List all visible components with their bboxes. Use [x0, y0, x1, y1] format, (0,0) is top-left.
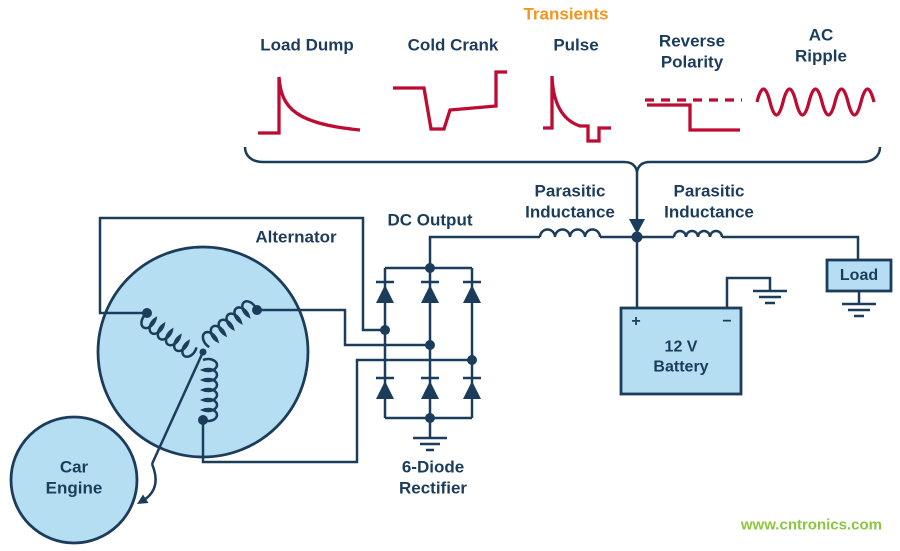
rectifier-bridge [376, 263, 481, 423]
load-box [825, 258, 893, 293]
battery-minus-terminal-label: − [722, 313, 732, 331]
drive-shaft-arrow [137, 351, 205, 504]
load-label: Load [839, 267, 879, 285]
car-engine-circle [9, 415, 139, 545]
parasitic-inductance-label-2: Parasitic Inductance [664, 181, 754, 221]
load-ground-symbol [842, 302, 876, 318]
transient-injection-arrow [629, 172, 645, 234]
alternator-coil-left [140, 311, 198, 358]
battery-negative-wire [725, 276, 772, 308]
waveform-label-pulse: Pulse [553, 35, 599, 55]
parasitic-inductor-1 [538, 228, 602, 238]
dc-output-label: DC Output [387, 210, 473, 230]
waveform-label-reverse-polarity: Reverse Polarity [658, 31, 726, 71]
alternator-coil-right [201, 300, 258, 349]
phase-wire-c [201, 358, 472, 464]
diode [463, 280, 481, 303]
waveform-load-dump [258, 76, 361, 135]
diode [463, 376, 481, 399]
battery-box [619, 306, 743, 396]
battery-ground-symbol [753, 289, 787, 305]
phase-wire-b [257, 308, 430, 347]
brace [243, 146, 882, 173]
diode [376, 376, 394, 399]
waveform-label-cold-crank: Cold Crank [407, 35, 499, 55]
waveform-label-load-dump: Load Dump [260, 35, 354, 55]
waveform-ac-ripple [755, 87, 876, 117]
waveform-label-ac-ripple: AC Ripple [795, 25, 847, 65]
rail-wire-right [722, 235, 860, 260]
waveform-pulse [543, 75, 611, 143]
alternator-coil-bottom [199, 357, 219, 423]
rectifier-label: 6-Diode Rectifier [398, 457, 468, 497]
diode [421, 376, 439, 399]
diode [376, 280, 394, 303]
alternator-label: Alternator [255, 227, 337, 247]
phase-wire-a [98, 216, 385, 332]
car-engine-label: Car Engine [45, 457, 103, 497]
transients-title: Transients [523, 4, 609, 24]
dc-output-wire [428, 235, 540, 268]
watermark: www.cntronics.com [740, 516, 882, 534]
rectifier-ground-symbol [413, 418, 447, 452]
battery-label: 12 V Battery [653, 338, 709, 375]
diode [421, 280, 439, 303]
waveform-reverse-polarity [645, 98, 742, 132]
parasitic-inductor-2 [672, 229, 724, 238]
battery-plus-terminal-label: + [631, 313, 641, 331]
parasitic-inductance-label-1: Parasitic Inductance [525, 181, 615, 221]
waveform-cold-crank [393, 70, 507, 131]
